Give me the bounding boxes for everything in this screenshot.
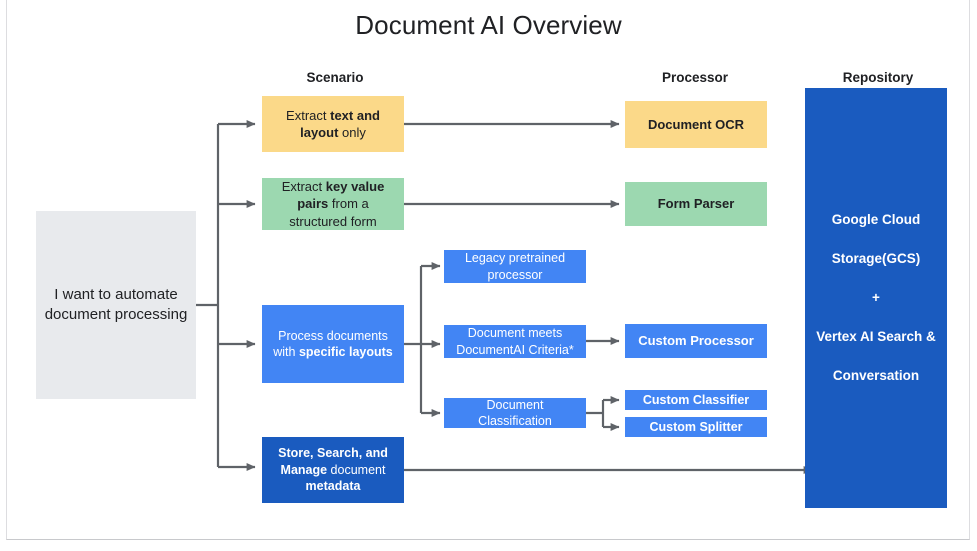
scenario-extract-text-layout-label: Extract text and layout only bbox=[286, 107, 380, 140]
processor-custom-classifier-label: Custom Classifier bbox=[642, 392, 750, 407]
processor-custom-processor[interactable]: Custom Processor bbox=[625, 324, 767, 358]
scenario-extract-key-value[interactable]: Extract key value pairs from a structure… bbox=[262, 178, 404, 230]
scenario-process-specific-layouts-label: Process documents with specific layouts bbox=[273, 328, 393, 360]
entry-node[interactable]: I want to automate document processing bbox=[36, 211, 196, 399]
criteria-document-meets-criteria[interactable]: Document meets DocumentAI Criteria* bbox=[444, 325, 586, 358]
criteria-document-classification-label: Document Classification bbox=[478, 397, 552, 429]
repository-node[interactable]: Google Cloud Storage(GCS) + Vertex AI Se… bbox=[805, 88, 947, 508]
scenario-store-search-manage-label: Store, Search, and Manage document metad… bbox=[278, 446, 388, 494]
criteria-document-classification[interactable]: Document Classification bbox=[444, 398, 586, 428]
processor-custom-processor-label: Custom Processor bbox=[638, 333, 754, 349]
processor-document-ocr-label: Document OCR bbox=[647, 116, 745, 132]
page-title: Document AI Overview bbox=[355, 10, 622, 40]
column-header-processor: Processor bbox=[661, 70, 729, 85]
criteria-legacy-pretrained-processor-label: Legacy pretrained processor bbox=[464, 251, 566, 282]
processor-custom-splitter[interactable]: Custom Splitter bbox=[625, 417, 767, 437]
repository-line-3: + bbox=[872, 290, 880, 306]
entry-node-label: I want to automate document processing bbox=[44, 286, 188, 323]
scenario-extract-text-layout[interactable]: Extract text and layout only bbox=[262, 96, 404, 152]
processor-custom-splitter-label: Custom Splitter bbox=[649, 419, 743, 434]
criteria-document-meets-criteria-label: Document meets DocumentAI Criteria* bbox=[456, 326, 574, 357]
criteria-legacy-pretrained-processor[interactable]: Legacy pretrained processor bbox=[444, 250, 586, 283]
repository-line-5: Conversation bbox=[832, 368, 920, 384]
repository-line-4: Vertex AI Search & bbox=[816, 329, 936, 345]
repository-node-label: Google Cloud Storage(GCS) + Vertex AI Se… bbox=[813, 210, 939, 386]
processor-form-parser[interactable]: Form Parser bbox=[625, 182, 767, 226]
processor-custom-classifier[interactable]: Custom Classifier bbox=[625, 390, 767, 410]
processor-document-ocr[interactable]: Document OCR bbox=[625, 101, 767, 148]
repository-line-1: Google Cloud bbox=[831, 211, 921, 227]
column-header-scenario: Scenario bbox=[306, 70, 364, 85]
scenario-process-specific-layouts[interactable]: Process documents with specific layouts bbox=[262, 305, 404, 383]
scenario-store-search-manage[interactable]: Store, Search, and Manage document metad… bbox=[262, 437, 404, 503]
repository-line-2: Storage(GCS) bbox=[831, 251, 921, 267]
column-header-repository: Repository bbox=[842, 70, 914, 85]
scenario-extract-key-value-label: Extract key value pairs from a structure… bbox=[281, 179, 385, 229]
processor-form-parser-label: Form Parser bbox=[657, 196, 735, 212]
